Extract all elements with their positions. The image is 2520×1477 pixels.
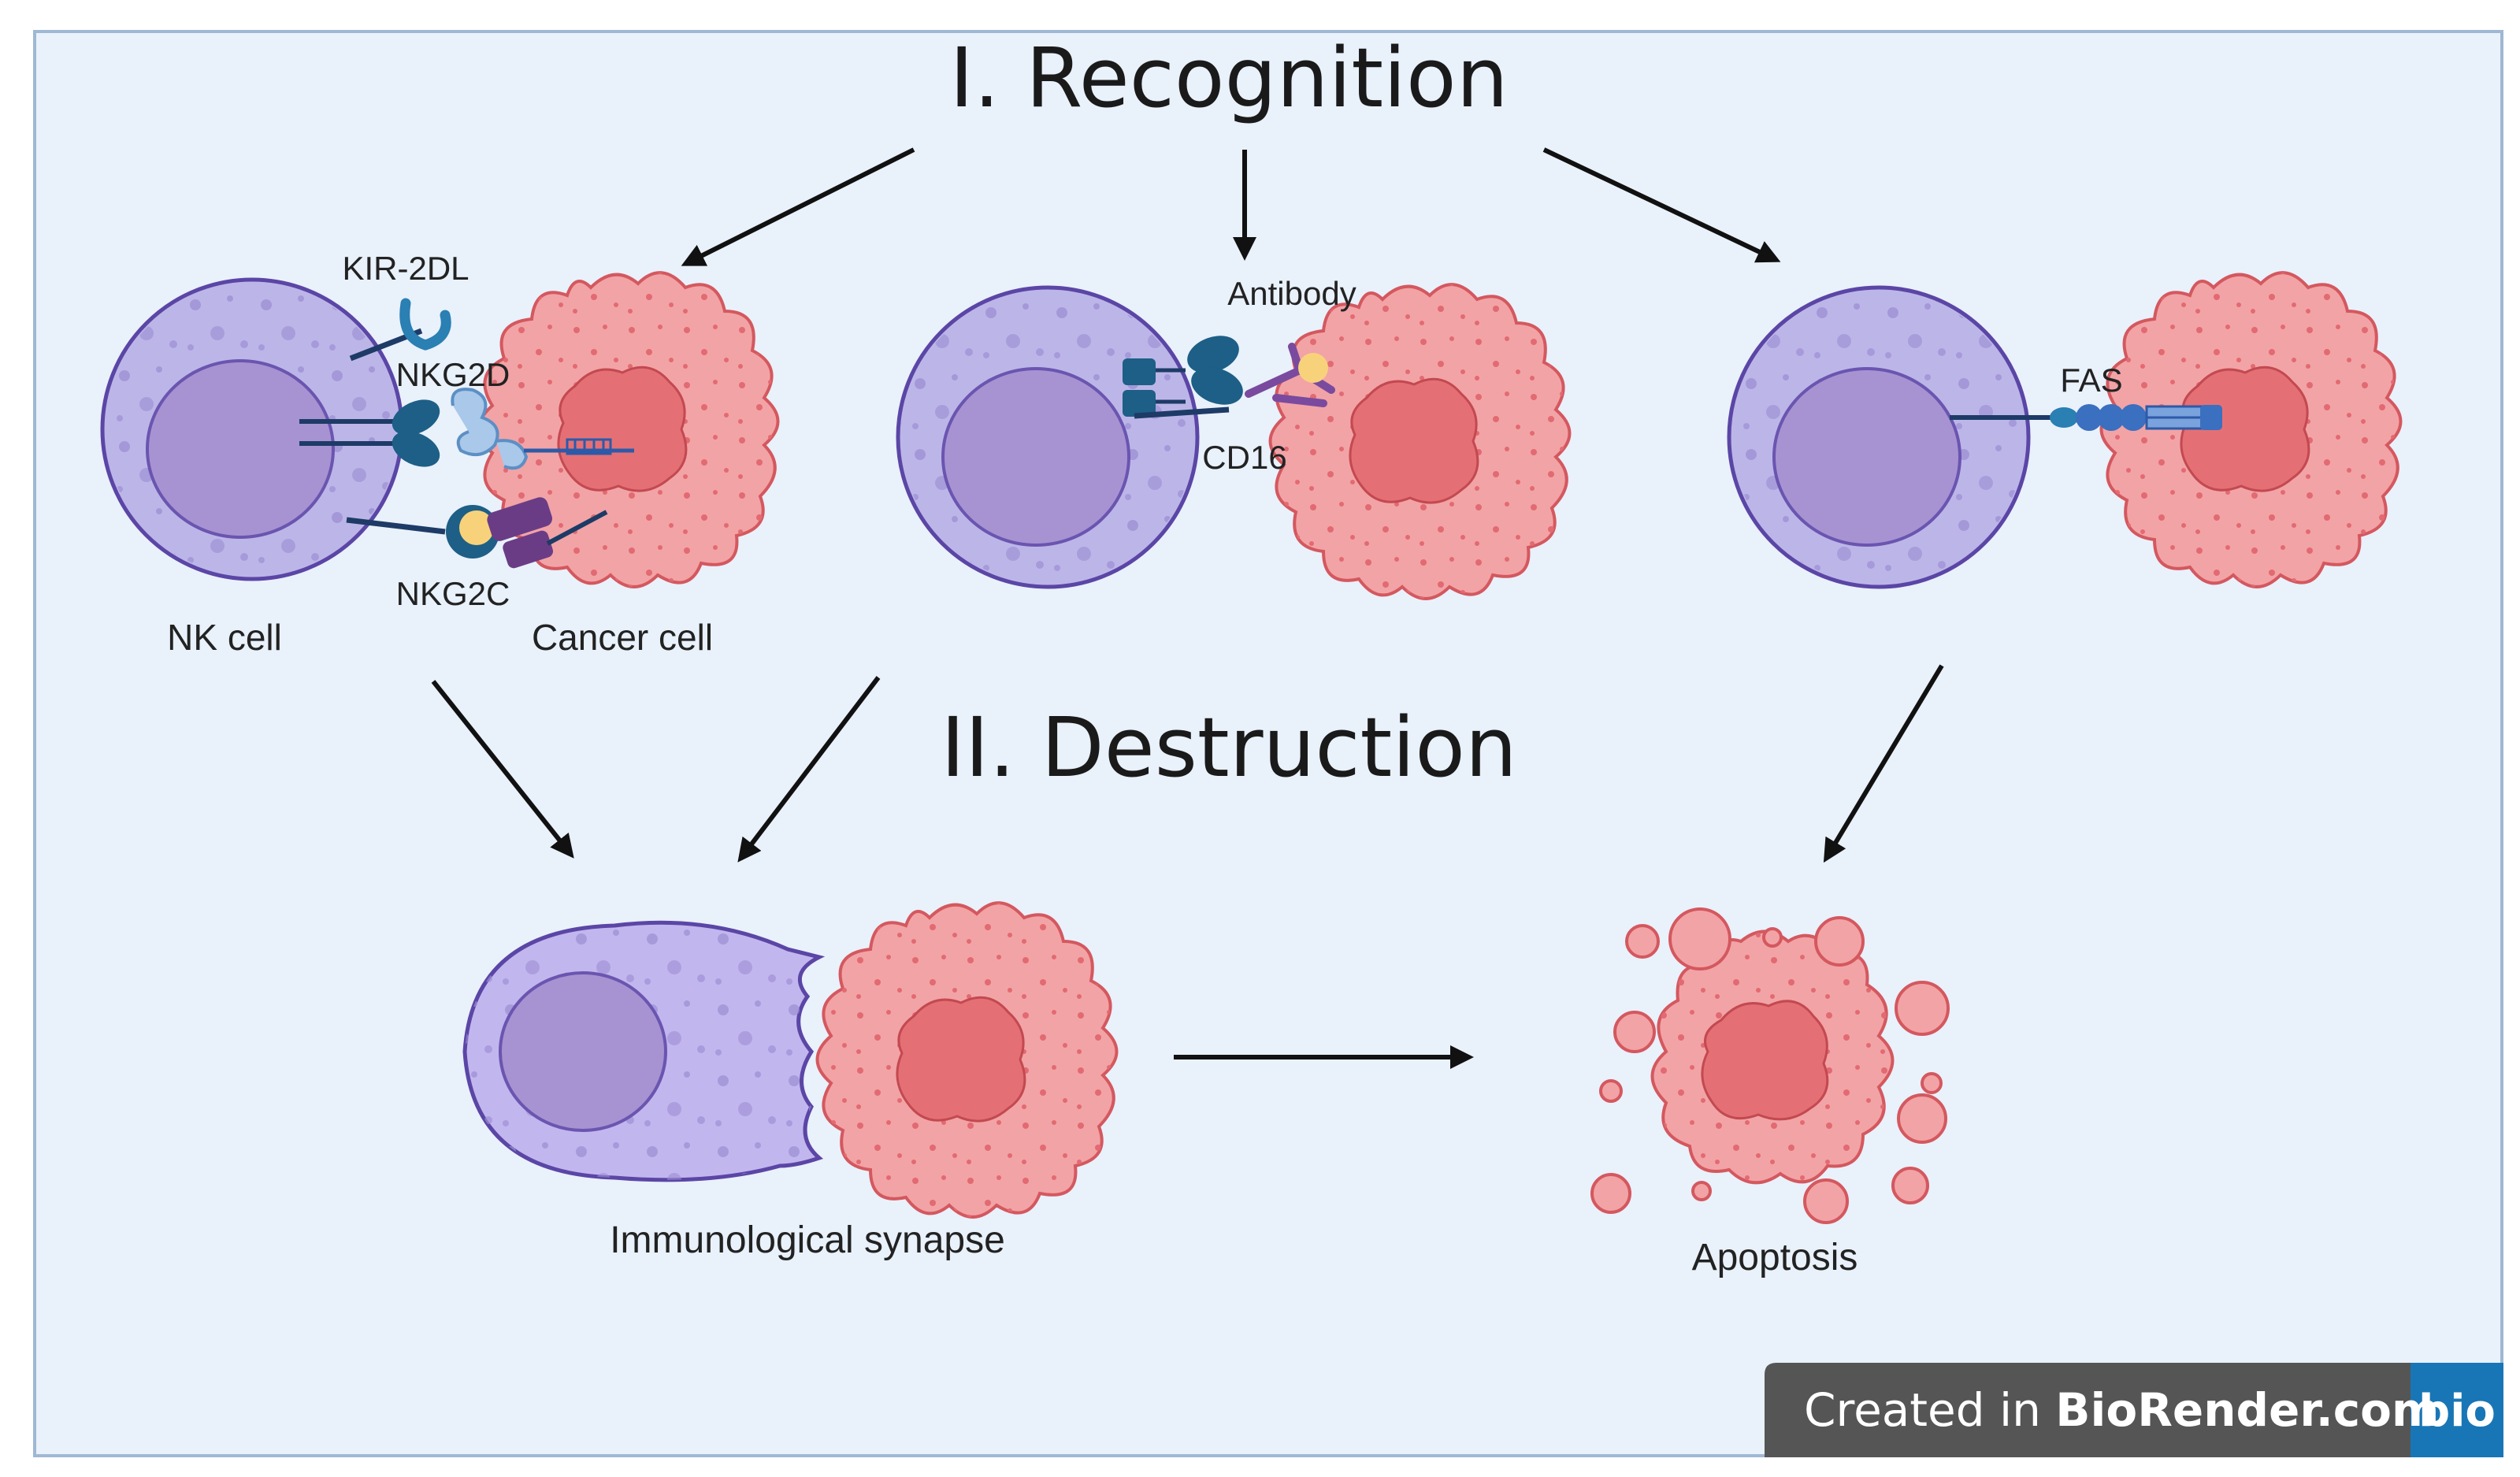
title-recognition: I. Recognition xyxy=(949,30,1508,126)
label-nkg2d: NKG2D xyxy=(396,356,510,393)
panel-antibody-recognition: Antibody CD16 xyxy=(898,275,1572,600)
nk-cell xyxy=(102,280,402,579)
arrow-destruction-center xyxy=(737,676,881,863)
diagram-background xyxy=(33,30,2503,1457)
nkg2d-receptor-icon xyxy=(392,399,440,436)
watermark-text: Created in BioRender.com xyxy=(1804,1383,2439,1437)
watermark-prefix: Created in xyxy=(1804,1383,2055,1437)
immunological-synapse: Immunological synapse xyxy=(462,901,1119,1261)
panel-receptor-recognition: KIR-2DL NKG2D NKG2C NK cell Cancer cell xyxy=(102,250,780,658)
label-antibody: Antibody xyxy=(1227,275,1356,312)
apoptosis: Apoptosis xyxy=(1590,907,1950,1278)
arrow-recognition-right xyxy=(1542,147,1781,263)
panel-fas-recognition: FAS xyxy=(1729,271,2403,587)
biorender-watermark: Created in BioRender.com bio xyxy=(1765,1363,2503,1457)
nk-cell xyxy=(1729,288,2028,587)
label-cancer-cell: Cancer cell xyxy=(532,617,713,658)
label-apoptosis: Apoptosis xyxy=(1692,1237,1858,1278)
cd16-receptor-icon xyxy=(1123,358,1156,385)
label-nk-cell: NK cell xyxy=(167,617,282,658)
label-kir-2dl: KIR-2DL xyxy=(342,250,469,287)
kir-receptor-icon xyxy=(399,298,451,351)
label-immunological-synapse: Immunological synapse xyxy=(610,1219,1005,1261)
watermark-brand: BioRender.com xyxy=(2055,1383,2439,1437)
arrow-destruction-right xyxy=(1823,664,1944,863)
arrow-destruction-left xyxy=(431,680,574,859)
label-cd16: CD16 xyxy=(1202,439,1286,476)
label-fas: FAS xyxy=(2060,362,2122,399)
antigen-icon xyxy=(1298,353,1328,383)
apoptotic-cancer-cell xyxy=(1650,930,1895,1185)
fas-receptor-icon xyxy=(2050,404,2222,431)
nk-cell xyxy=(898,288,1197,587)
nkg2d-ligand-icon xyxy=(451,388,499,457)
title-destruction: II. Destruction xyxy=(941,700,1517,796)
label-nkg2c: NKG2C xyxy=(396,575,510,612)
apoptotic-bodies xyxy=(1590,907,1950,1224)
biorender-logo-text: bio xyxy=(2418,1386,2496,1437)
arrow-recognition-left xyxy=(681,147,915,266)
flow-arrows xyxy=(431,147,1944,1069)
nkg2c-ligand-icon xyxy=(487,497,553,541)
biorender-logo xyxy=(2411,1363,2503,1457)
